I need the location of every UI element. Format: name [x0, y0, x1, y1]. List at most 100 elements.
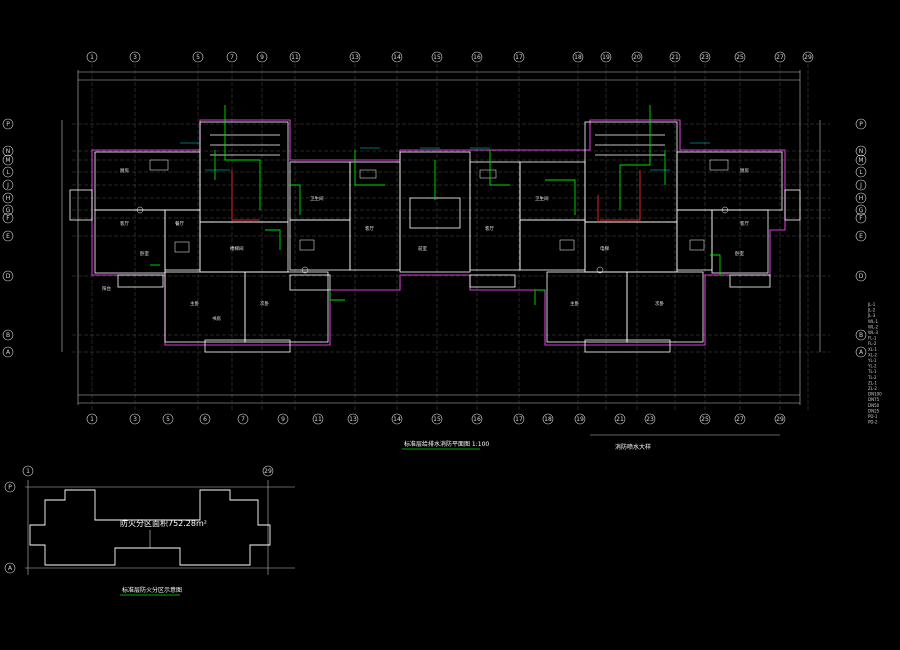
room-label: 客厅	[120, 220, 129, 227]
axis-bubble-circle	[289, 51, 301, 63]
legend-entry: JL-2	[867, 308, 876, 313]
axis-bubble: 9	[277, 413, 289, 425]
legend-entry: FL-2	[868, 341, 877, 346]
room-label: 卧室	[735, 250, 744, 257]
axis-bubble-circle	[129, 51, 141, 63]
room-label: 卧室	[140, 250, 149, 257]
axis-bubble: B	[2, 329, 14, 341]
fixtures	[136, 159, 729, 274]
axis-bubble-circle	[162, 413, 174, 425]
axis-bubble-label: F	[6, 215, 10, 222]
axis-bubble-label: A	[8, 565, 13, 572]
axis-bubble-circle	[855, 346, 867, 358]
legend-entry: DN50	[868, 403, 880, 408]
axis-bubble-label: 5	[166, 416, 170, 423]
subdiagram-outline	[29, 489, 271, 566]
axis-bubble-label: 21	[671, 54, 679, 61]
axis-bubble-circle	[699, 51, 711, 63]
legend-entry: YL-2	[867, 364, 877, 369]
legend-entry: PD-2	[868, 420, 878, 425]
axis-bubble-label: 29	[776, 416, 784, 423]
axis-bubble: 6	[199, 413, 211, 425]
axis-bubble-label: 23	[646, 416, 654, 423]
axis-bubble-circle	[2, 270, 14, 282]
pipe-tags	[180, 142, 710, 171]
axis-bubble-label: 9	[260, 54, 264, 61]
axis-bubble-circle	[471, 413, 483, 425]
axis-bubble: 5	[192, 51, 204, 63]
axis-bubble: H	[855, 192, 867, 204]
axis-bubble-label: 14	[393, 416, 401, 423]
axis-bubble-circle	[391, 413, 403, 425]
axis-bubble-circle	[2, 145, 14, 157]
legend-entry: WL-2	[868, 324, 879, 329]
axis-bubble-circle	[734, 413, 746, 425]
axis-bubble-label: 17	[515, 416, 523, 423]
axis-bubble: 19	[600, 51, 612, 63]
axis-bubble-label: 16	[473, 416, 481, 423]
axis-bubble-label: 19	[576, 416, 584, 423]
axis-bubble: 7	[237, 413, 249, 425]
axis-bubble: 29	[802, 51, 814, 63]
legend-column: JL-1JL-2JL-3WL-1WL-2WL-3FL-1FL-2XL-1XL-2…	[867, 302, 882, 425]
axis-bubble: P	[2, 118, 14, 130]
axis-bubble-label: 1	[90, 416, 94, 423]
axis-bubble-label: 6	[203, 416, 207, 423]
axis-bubble-circle	[600, 51, 612, 63]
axis-bubble: A	[4, 562, 16, 574]
axis-bubble: 14	[391, 413, 403, 425]
axis-bubble: D	[2, 270, 14, 282]
axis-bubble: M	[2, 154, 14, 166]
axis-bubble: 13	[349, 51, 361, 63]
axis-bubble-label: N	[859, 148, 864, 155]
axis-bubble-label: 27	[776, 54, 784, 61]
axis-bubble-circle	[192, 51, 204, 63]
axis-bubble: A	[855, 346, 867, 358]
axis-bubble-label: 3	[133, 416, 137, 423]
axis-bubble-circle	[312, 413, 324, 425]
axis-bubble-circle	[256, 51, 268, 63]
legend-entry: WL-3	[868, 330, 879, 335]
axis-bubble: 9	[256, 51, 268, 63]
axis-bubble: E	[855, 230, 867, 242]
axis-bubble: 13	[347, 413, 359, 425]
axis-bubble: N	[2, 145, 14, 157]
axis-bubble: 23	[644, 413, 656, 425]
axis-bubble-circle	[572, 51, 584, 63]
axis-bubble-circle	[774, 51, 786, 63]
legend-entry: PD-1	[868, 414, 878, 419]
axis-bubble-circle	[2, 192, 14, 204]
axis-bubble-label: F	[859, 215, 863, 222]
axis-bubble-circle	[2, 230, 14, 242]
axis-bubble: 21	[614, 413, 626, 425]
axis-bubble-circle	[669, 51, 681, 63]
axis-bubble-label: 13	[349, 416, 357, 423]
axis-bubble: 20	[631, 51, 643, 63]
axis-bubble-circle	[855, 145, 867, 157]
room-labels: 厨房 客厅 餐厅 卧室 主卧 次卧 书房 卫生间 客厅 前室 客厅 卫生间 电梯…	[102, 167, 749, 322]
axis-bubble-label: 5	[196, 54, 200, 61]
axis-bubble-label: 25	[701, 416, 709, 423]
axis-bubble-circle	[237, 413, 249, 425]
axis-bubble-label: H	[6, 195, 11, 202]
axis-bubble-label: 1	[26, 468, 30, 475]
axis-bubble-circle	[4, 562, 16, 574]
axis-bubble-label: 15	[433, 416, 441, 423]
legend-entry: FL-1	[868, 336, 877, 341]
axis-bubble: 1	[86, 51, 98, 63]
axis-bubble-circle	[277, 413, 289, 425]
fire-pipes	[231, 170, 641, 222]
water-pipes	[150, 105, 721, 305]
axis-bubble-label: P	[8, 484, 12, 491]
legend-entry: XL-2	[868, 352, 877, 357]
room-label: 楼梯间	[230, 245, 244, 252]
axis-bubble-label: H	[859, 195, 864, 202]
room-label: 次卧	[260, 300, 269, 307]
axis-bubble-circle	[2, 166, 14, 178]
axis-bubble: F	[855, 212, 867, 224]
axis-bubble-label: L	[859, 169, 863, 176]
axis-bubble-label: 21	[616, 416, 624, 423]
